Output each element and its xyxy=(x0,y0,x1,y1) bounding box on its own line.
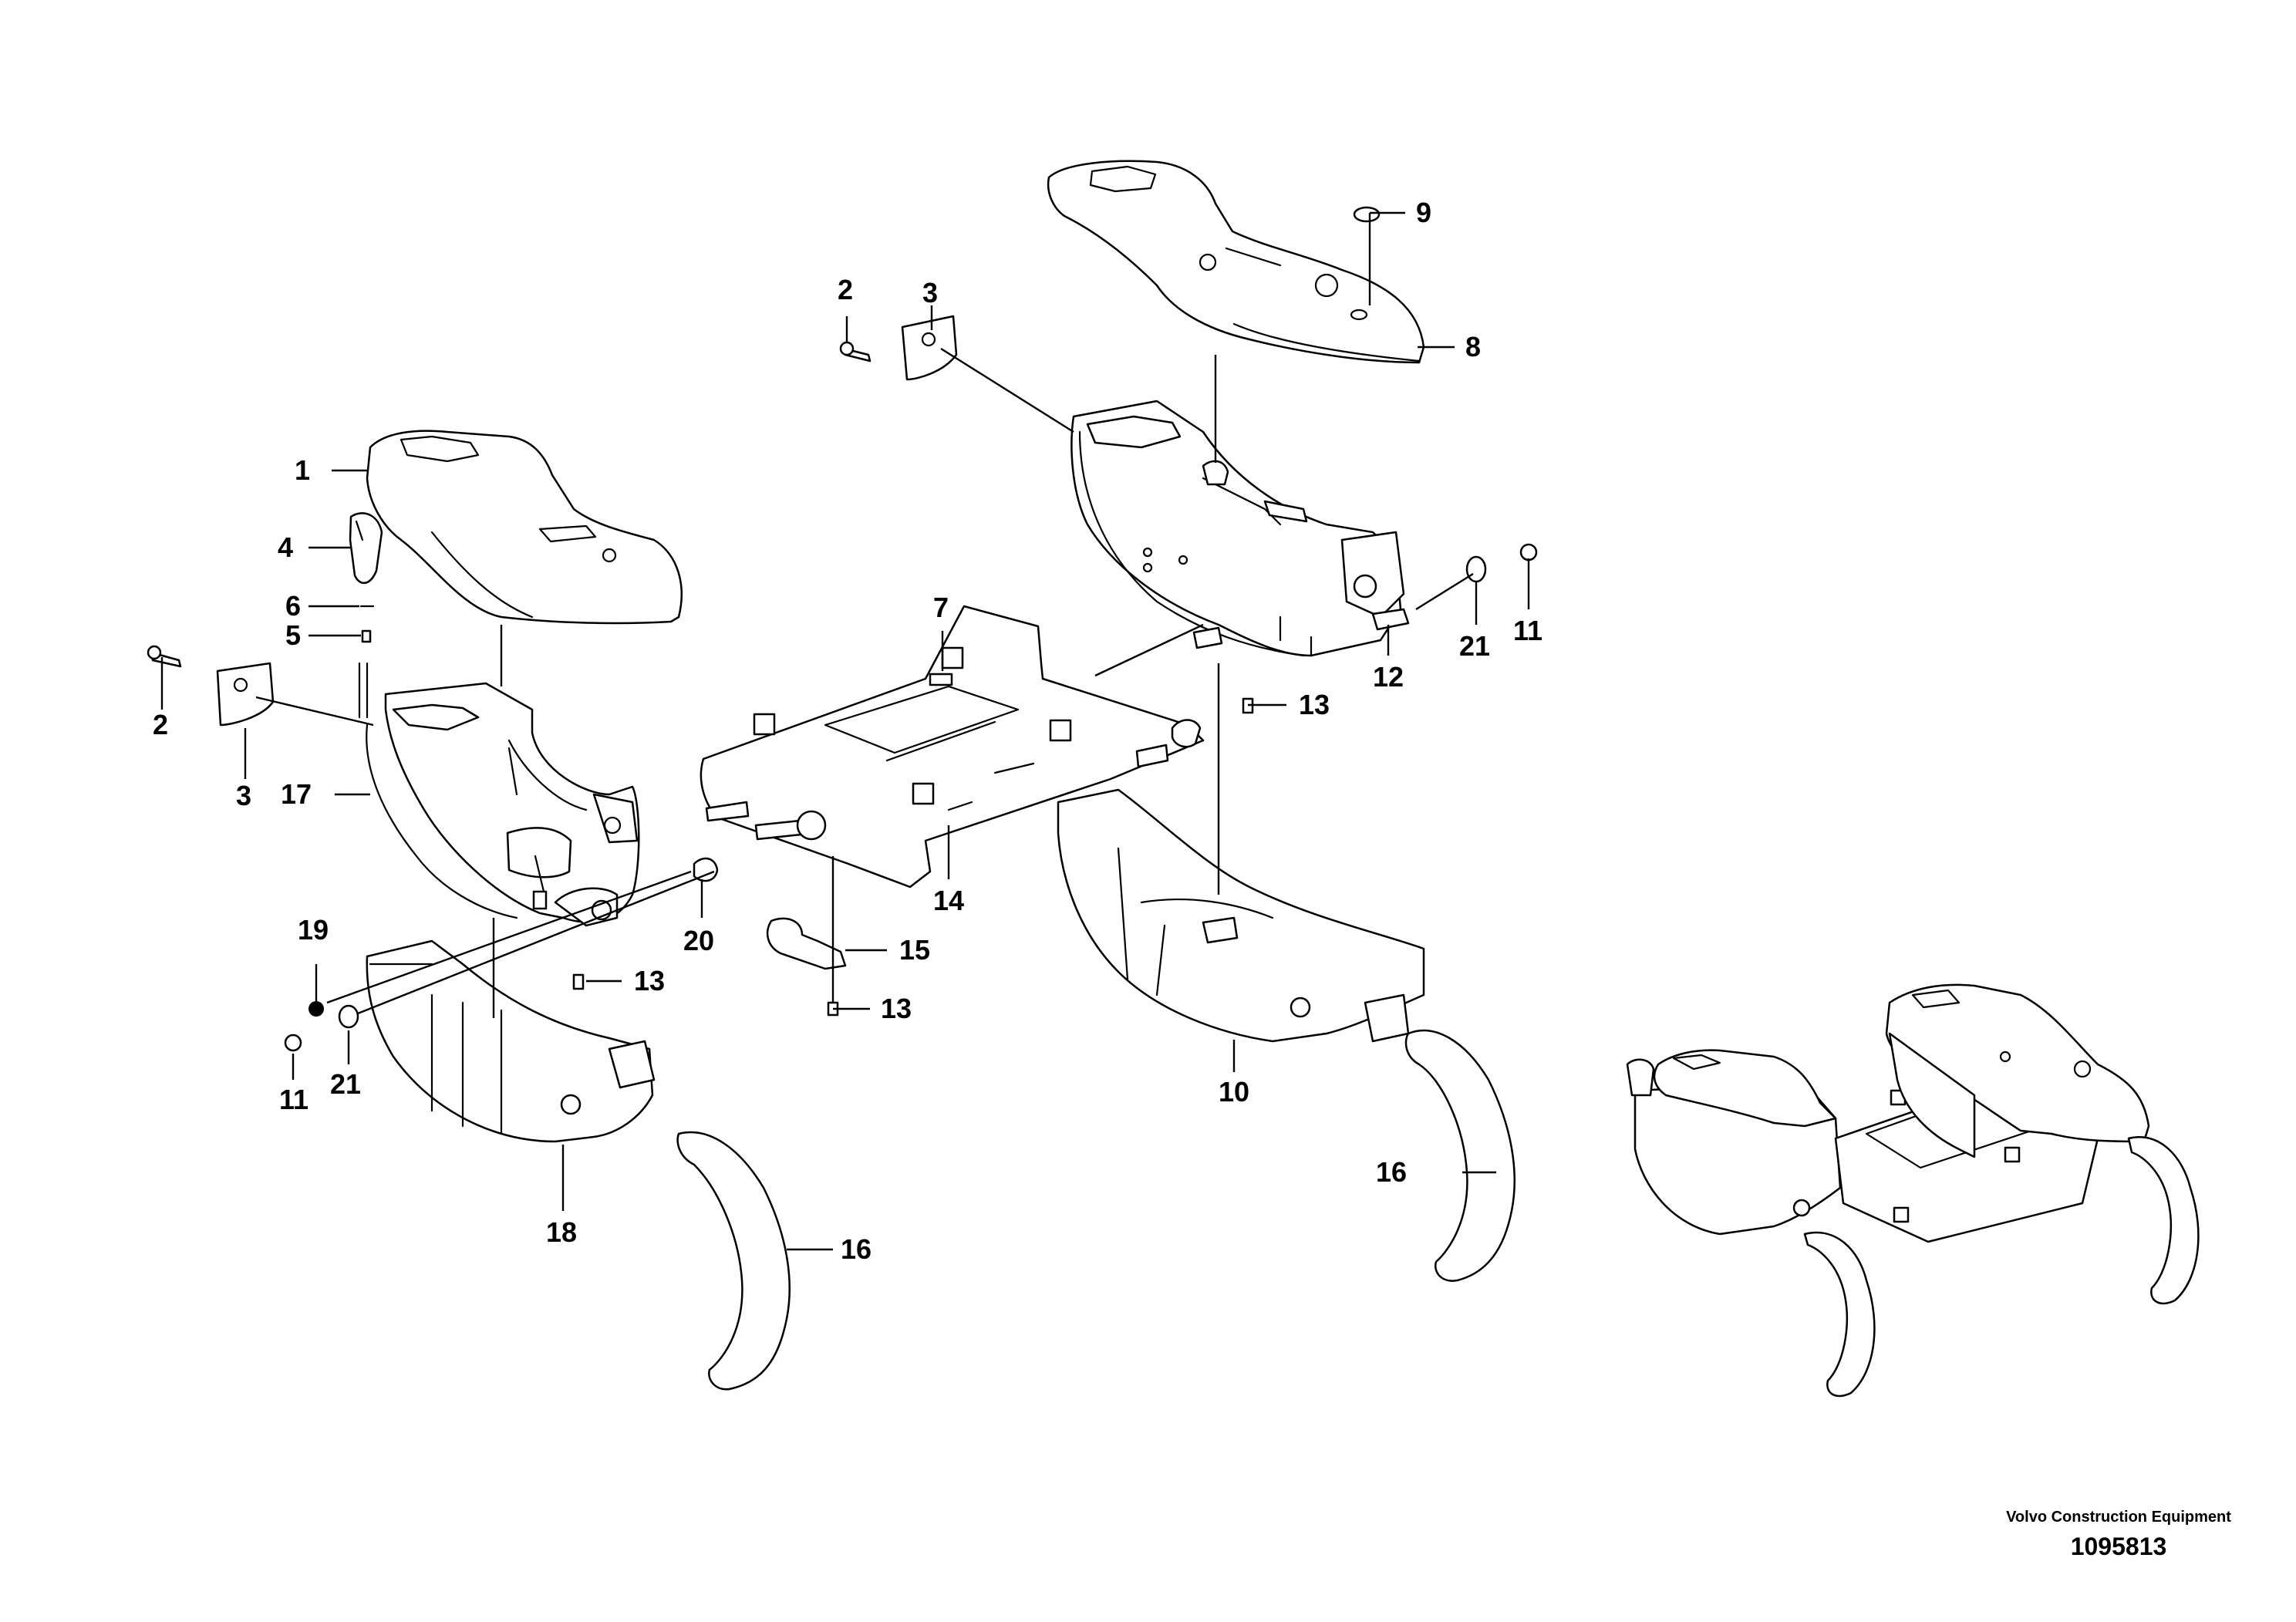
right-console-assembly xyxy=(839,160,1538,1282)
callout-21-right: 21 xyxy=(1459,630,1490,662)
pin-5 xyxy=(361,629,372,643)
left-side-cover xyxy=(366,723,518,919)
center-base-plate xyxy=(700,605,1205,889)
callout-12: 12 xyxy=(1373,661,1404,693)
washer-21-right xyxy=(1465,555,1487,583)
callout-1: 1 xyxy=(295,454,310,486)
callout-2-right: 2 xyxy=(838,274,853,305)
callout-3-right: 3 xyxy=(922,277,938,309)
left-handle xyxy=(676,1131,791,1391)
bolt-11-right xyxy=(1519,543,1538,561)
left-lower-frame xyxy=(384,682,640,927)
callout-16-left: 16 xyxy=(841,1233,872,1265)
callout-6: 6 xyxy=(285,590,301,622)
assembled-view xyxy=(1626,983,2200,1398)
callout-11-left: 11 xyxy=(279,1084,308,1115)
left-lower-shroud xyxy=(366,939,656,1143)
callout-5: 5 xyxy=(285,619,301,651)
nut-19 xyxy=(308,1001,324,1017)
callout-8: 8 xyxy=(1465,331,1481,363)
bolt-11-left xyxy=(284,1034,302,1052)
right-top-cover xyxy=(1047,160,1425,364)
callout-15: 15 xyxy=(899,934,930,966)
callout-9: 9 xyxy=(1416,197,1431,228)
left-console-assembly xyxy=(147,430,791,1391)
callout-20: 20 xyxy=(683,925,714,956)
callout-18: 18 xyxy=(546,1216,577,1248)
left-grip xyxy=(349,512,383,584)
figure-credits: Volvo Construction Equipment 1095813 xyxy=(1988,1508,2250,1563)
company-name: Volvo Construction Equipment xyxy=(2006,1509,2231,1526)
callout-16-right: 16 xyxy=(1376,1156,1407,1188)
callout-13-center: 13 xyxy=(881,993,912,1024)
right-lower-frame xyxy=(1070,400,1410,657)
left-top-cover xyxy=(366,430,683,625)
right-lower-shroud xyxy=(1057,788,1425,1043)
callout-3-left: 3 xyxy=(236,780,251,811)
callout-7: 7 xyxy=(933,592,949,623)
leader-lines xyxy=(160,211,1530,1251)
callout-4: 4 xyxy=(278,531,293,563)
screw-13-left xyxy=(572,973,585,990)
bracket-12 xyxy=(1371,608,1410,631)
callout-19: 19 xyxy=(298,914,329,946)
callout-13-left: 13 xyxy=(634,965,665,996)
callout-2-left: 2 xyxy=(153,709,168,740)
bushing-20 xyxy=(693,857,719,882)
callout-13-right: 13 xyxy=(1299,689,1330,720)
washer-21-left xyxy=(338,1004,359,1029)
bolt-7 xyxy=(929,673,953,686)
bracket-15 xyxy=(766,917,847,970)
right-cover-plate xyxy=(839,315,958,381)
callout-11-right: 11 xyxy=(1513,615,1542,646)
callout-labels: 1 2 2 3 3 4 5 6 7 8 9 10 11 11 12 13 13 … xyxy=(153,197,1542,1265)
left-cover-plate xyxy=(147,645,275,727)
callout-21-left: 21 xyxy=(330,1068,361,1100)
figure-number: 1095813 xyxy=(2070,1533,2167,1560)
right-handle xyxy=(1404,1029,1515,1282)
callout-14: 14 xyxy=(933,885,964,916)
left-grip-cable xyxy=(358,662,369,719)
plug-9 xyxy=(1353,206,1381,223)
callout-10: 10 xyxy=(1219,1076,1249,1108)
callout-17: 17 xyxy=(281,778,312,810)
